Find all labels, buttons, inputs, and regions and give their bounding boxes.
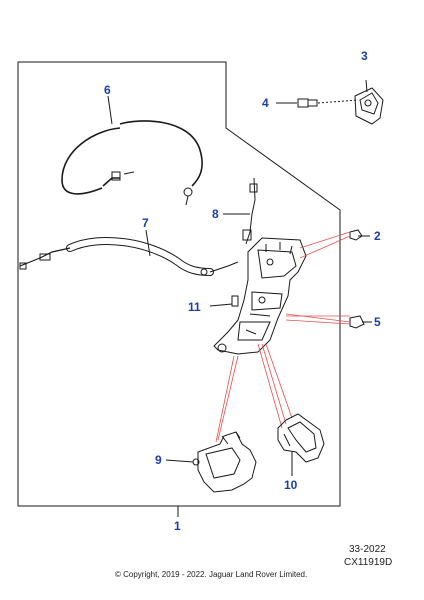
- callout-6: 6: [104, 83, 111, 97]
- assembly-boundary: [17, 61, 341, 507]
- leader-9: [165, 459, 194, 463]
- screw-part-2: [349, 229, 370, 241]
- screw-part-5: [349, 315, 372, 329]
- handle-cable-part-7: [19, 236, 239, 276]
- callout-8: 8: [212, 207, 219, 221]
- door-latch-assembly: [213, 237, 307, 355]
- callout-11: 11: [188, 300, 201, 314]
- copyright-notice: © Copyright, 2019 - 2022. Jaguar Land Ro…: [115, 570, 308, 579]
- diagram-reference: CX11919D: [344, 557, 393, 568]
- callout-1: 1: [174, 519, 181, 533]
- callout-2: 2: [374, 229, 381, 243]
- leader-7: [145, 229, 151, 257]
- rod-part-8: [242, 177, 258, 245]
- callout-10: 10: [284, 478, 298, 492]
- bolt-part-4: [276, 98, 359, 108]
- red-leader-lines: [215, 231, 351, 443]
- diagram-code: 33-2022: [349, 544, 386, 555]
- callout-4: 4: [262, 96, 269, 110]
- callout-3: 3: [361, 49, 368, 63]
- striker-bracket-part: [354, 79, 384, 125]
- callout-5: 5: [374, 315, 381, 329]
- release-cable-part-6: [61, 120, 203, 206]
- clip-part-11: [209, 295, 239, 307]
- callout-7: 7: [142, 216, 149, 230]
- leader-6: [107, 95, 113, 125]
- trim-part-10: [277, 413, 325, 463]
- cover-part-9: [192, 431, 257, 493]
- callout-9: 9: [155, 453, 162, 467]
